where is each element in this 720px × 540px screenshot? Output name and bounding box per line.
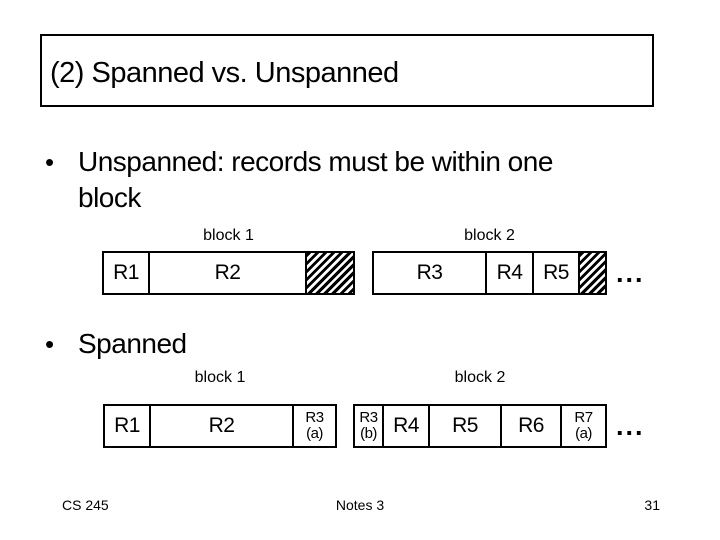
record-cell: R3(b) [355, 406, 384, 446]
record-cell: R3(a) [294, 406, 335, 446]
record-cell: R6 [502, 406, 562, 446]
bullet-spanned-text: Spanned [78, 326, 187, 362]
bullet-unspanned: • Unspanned: records must be within one … [45, 144, 553, 216]
record-cell: R4 [487, 253, 534, 293]
unspanned-block-label: block 2 [464, 227, 515, 244]
record-cell-line: (b) [360, 425, 377, 442]
free-space-cell [307, 253, 353, 293]
spanned-block-label: block 2 [454, 369, 506, 386]
record-cell: R7(a) [562, 406, 605, 446]
slide-footer: CS 245 Notes 3 31 [0, 497, 720, 515]
bullet-line: block [78, 182, 141, 213]
record-cell: R5 [430, 406, 502, 446]
record-cell: R1 [104, 253, 150, 293]
record-cell-line: R7 [574, 409, 593, 426]
bullet-line: Unspanned: records must be within one [78, 146, 553, 177]
unspanned-block-label: block 1 [203, 227, 254, 244]
record-cell: R3 [374, 253, 487, 293]
free-space-cell [580, 253, 605, 293]
record-cell: R2 [151, 406, 294, 446]
unspanned-ellipsis: ... [616, 257, 645, 288]
bullet-line: Spanned [78, 328, 187, 359]
record-cell: R5 [534, 253, 580, 293]
footer-notes: Notes 3 [335, 497, 385, 513]
page-title: (2) Spanned vs. Unspanned [50, 57, 399, 89]
record-cell-line: R3 [305, 409, 324, 426]
footer-page-number: 31 [644, 497, 660, 513]
bullet-spanned: • Spanned [45, 326, 187, 362]
bullet-unspanned-text: Unspanned: records must be within one bl… [78, 144, 553, 216]
bullet-dot: • [45, 329, 55, 359]
spanned-block-label: block 1 [194, 369, 246, 386]
footer-course: CS 245 [62, 497, 109, 513]
record-cell-line: R3 [359, 409, 378, 426]
bullet-dot: • [45, 147, 55, 177]
title-box: (2) Spanned vs. Unspanned [40, 34, 654, 107]
record-cell-line: (a) [306, 425, 323, 442]
spanned-ellipsis: ... [616, 410, 645, 441]
record-cell-line: (a) [575, 425, 592, 442]
record-cell: R4 [384, 406, 430, 446]
record-cell: R1 [105, 406, 151, 446]
record-cell: R2 [150, 253, 307, 293]
